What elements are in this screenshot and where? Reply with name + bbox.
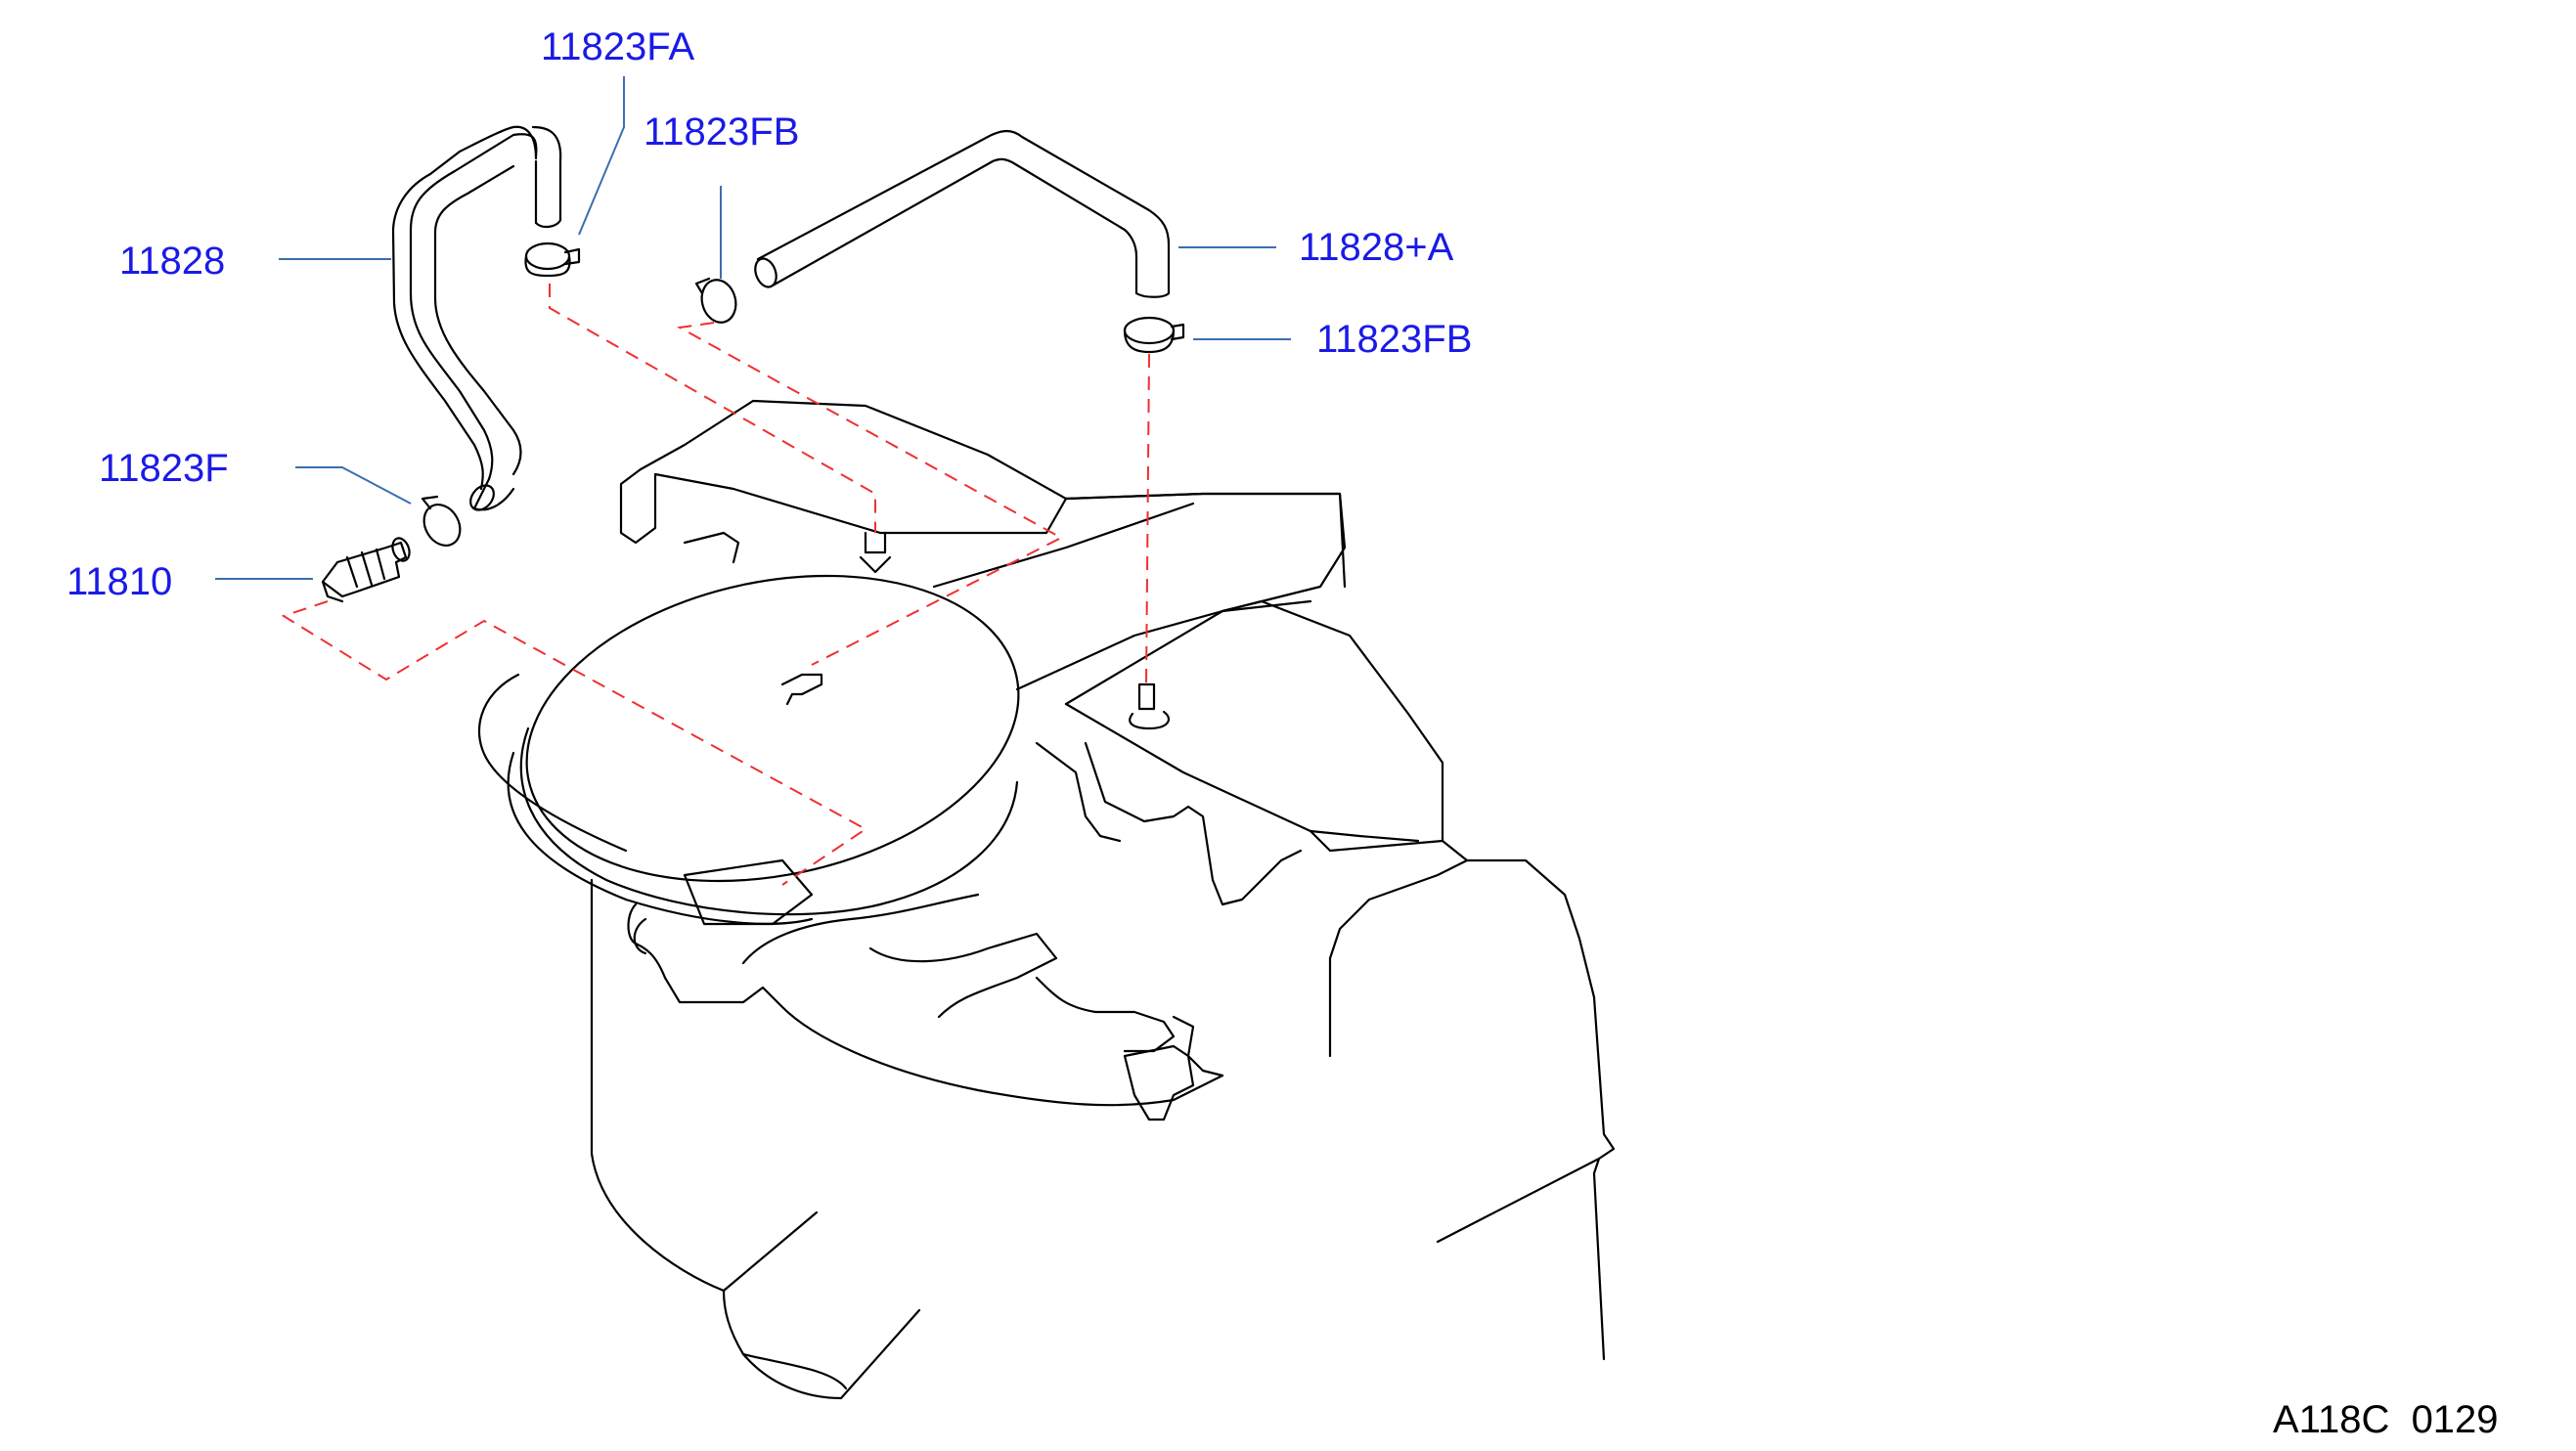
manifold-runner-3 (1035, 976, 1176, 1053)
manifold-end (1172, 1015, 1224, 1077)
label-11823fa: 11823FA (541, 25, 694, 68)
rocker-cover-inner (653, 472, 1068, 535)
leader-11823fa (578, 76, 625, 236)
label-11823f: 11823F (99, 447, 229, 490)
path-clamp-mid-to-cleaner (676, 322, 1064, 666)
air-duct-lower (1015, 599, 1312, 691)
clamp-11823fa (524, 242, 581, 278)
air-cleaner-snorkel (683, 858, 814, 926)
leader-lines (215, 76, 1291, 580)
manifold-flange (1123, 1044, 1195, 1121)
block-base (722, 1289, 921, 1400)
label-11823fb-right: 11823FB (1316, 318, 1472, 361)
air-cleaner-nipple (780, 673, 823, 706)
air-cleaner-flange (477, 673, 628, 853)
path-valve-to-cleaner (281, 600, 867, 886)
connection-paths (281, 284, 1150, 886)
hose-right-end (1134, 291, 1171, 298)
head-rear (1309, 829, 1420, 843)
block-right-low (1436, 1157, 1601, 1244)
rocker-cover-edge (619, 467, 657, 545)
breather-nipple-top (859, 531, 892, 574)
label-11810: 11810 (67, 560, 172, 603)
manifold-runner-2 (868, 932, 1058, 1019)
intake-manifold (627, 902, 1224, 1107)
cylinder-head (1064, 599, 1469, 862)
hose-left-curve (433, 164, 522, 476)
leader-11823f (295, 466, 412, 505)
hose-left (409, 133, 538, 481)
engine-drawing (477, 399, 1616, 1400)
manifold-runner-1 (741, 893, 980, 965)
label-11823fb-mid: 11823FB (644, 110, 799, 154)
head-port-left (1035, 741, 1122, 843)
head-ports (1084, 741, 1303, 906)
air-duct (932, 492, 1347, 589)
hose-left-side (391, 125, 538, 491)
block-lower-edge (741, 1352, 848, 1390)
hose-right (756, 129, 1171, 295)
path-clamp-right-to-head (1145, 353, 1150, 685)
head-front (1064, 702, 1444, 853)
hose-right-outer (771, 157, 1138, 295)
pcv-nipple-head (1129, 682, 1171, 730)
hose-parts (321, 125, 1185, 603)
hose-right-bore (754, 257, 777, 288)
manifold-boss (633, 917, 647, 955)
clamp-11823fb-right (1123, 316, 1185, 354)
air-cleaner-body (519, 726, 1019, 916)
path-clamp-top-to-nipple (549, 284, 876, 533)
hose-left-bore (469, 484, 495, 511)
rocker-cover (639, 399, 1347, 613)
label-11828: 11828 (119, 240, 225, 283)
clamp-11823f (421, 495, 462, 547)
hose-left-outer (534, 159, 562, 225)
clamp-11823fb-mid (694, 277, 737, 324)
pcv-valve (321, 537, 411, 603)
rocker-cover-lower (683, 531, 740, 564)
block-right-front (1328, 858, 1469, 1058)
hose-left-end-top (534, 218, 562, 229)
label-11828a: 11828+A (1299, 226, 1454, 269)
hose-left-inner (531, 125, 562, 163)
figure-code: A118C 0129 (2273, 1398, 2499, 1441)
block-right (1465, 858, 1616, 1361)
engine-block (590, 878, 819, 1293)
